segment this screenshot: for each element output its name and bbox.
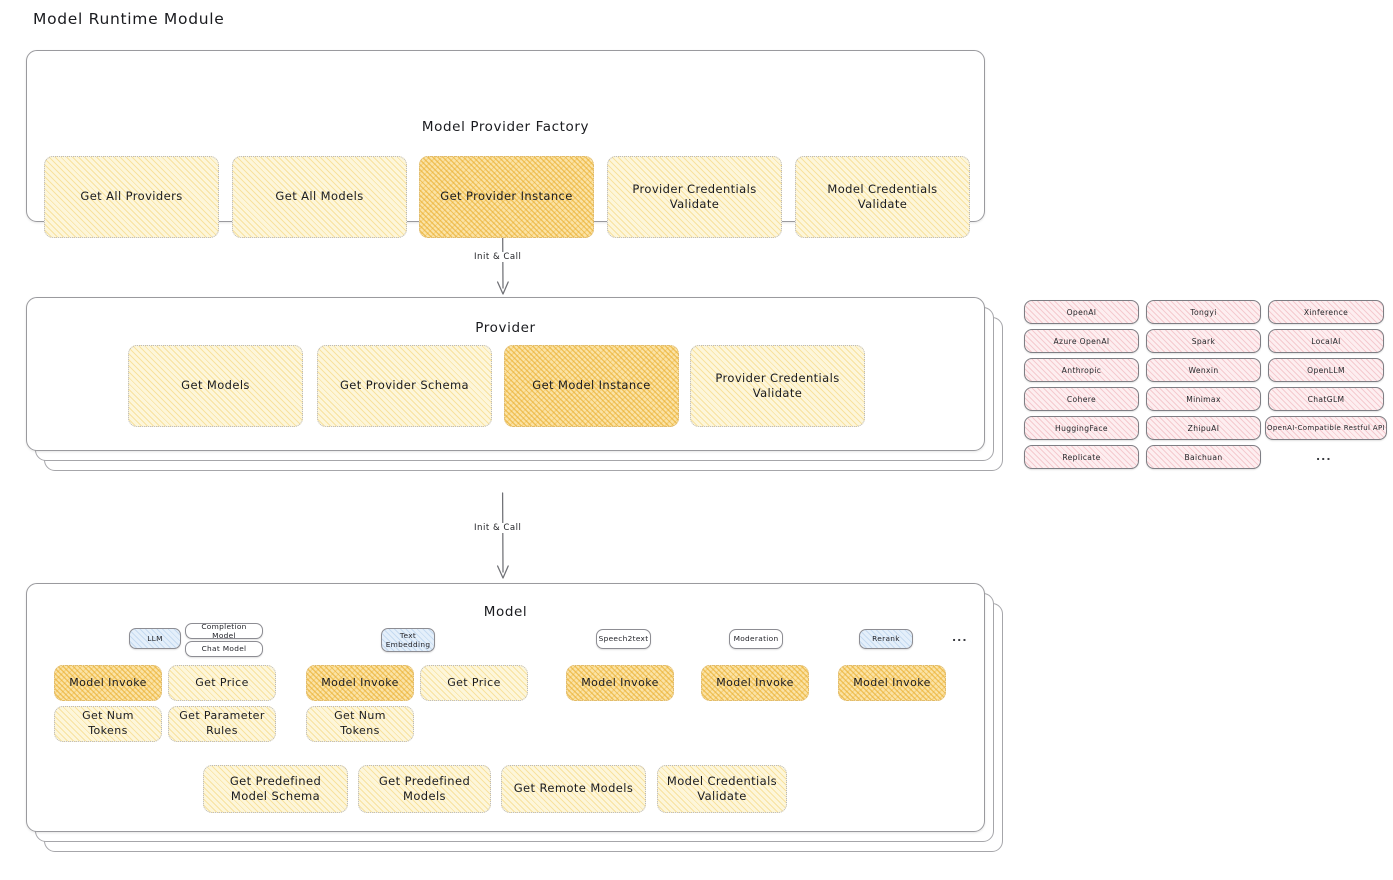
provider-chip-chatglm[interactable]: ChatGLM bbox=[1268, 387, 1384, 411]
text-embedding-method-get-num-tokens[interactable]: Get Num Tokens bbox=[306, 706, 414, 742]
provider-panel: Provider Get Models Get Provider Schema … bbox=[26, 297, 1003, 471]
model-panel: Model LLM Completion Model Chat Model Mo… bbox=[26, 583, 1003, 852]
speech2text-method-model-invoke[interactable]: Model Invoke bbox=[566, 665, 674, 701]
model-type-badge-moderation[interactable]: Moderation bbox=[729, 629, 783, 649]
model-shared-method-get-remote-models[interactable]: Get Remote Models bbox=[501, 765, 646, 813]
factory-method-model-credentials-validate[interactable]: Model Credentials Validate bbox=[795, 156, 970, 238]
page-title: Model Runtime Module bbox=[33, 10, 225, 28]
model-subtype-badge-completion-model[interactable]: Completion Model bbox=[185, 622, 263, 640]
provider-chip-baichuan[interactable]: Baichuan bbox=[1146, 445, 1261, 469]
model-subtype-badge-chat-model[interactable]: Chat Model bbox=[185, 641, 263, 657]
model-shared-method-model-credentials-validate[interactable]: Model Credentials Validate bbox=[657, 765, 787, 813]
factory-method-provider-credentials-validate[interactable]: Provider Credentials Validate bbox=[607, 156, 782, 238]
factory-method-get-all-models[interactable]: Get All Models bbox=[232, 156, 407, 238]
provider-chip-localai[interactable]: LocalAI bbox=[1268, 329, 1384, 353]
model-type-badge-text-embedding[interactable]: Text Embedding bbox=[381, 628, 435, 652]
provider-chip-spark[interactable]: Spark bbox=[1146, 329, 1261, 353]
moderation-method-model-invoke[interactable]: Model Invoke bbox=[701, 665, 809, 701]
model-provider-factory-panel: Model Provider Factory Get All Providers… bbox=[26, 50, 985, 238]
llm-method-model-invoke[interactable]: Model Invoke bbox=[54, 665, 162, 701]
provider-list-more: ... bbox=[1316, 450, 1332, 463]
model-shared-method-get-predefined-model-schema[interactable]: Get Predefined Model Schema bbox=[203, 765, 348, 813]
model-shared-method-get-predefined-models[interactable]: Get Predefined Models bbox=[358, 765, 491, 813]
provider-chip-huggingface[interactable]: HuggingFace bbox=[1024, 416, 1139, 440]
rerank-method-model-invoke[interactable]: Model Invoke bbox=[838, 665, 946, 701]
provider-list: OpenAI Azure OpenAI Anthropic Cohere Hug… bbox=[1024, 300, 1387, 475]
text-embedding-method-get-price[interactable]: Get Price bbox=[420, 665, 528, 701]
model-type-badge-speech2text[interactable]: Speech2text bbox=[596, 629, 651, 649]
provider-chip-openai-compatible-restful-api[interactable]: OpenAI-Compatible Restful API bbox=[1265, 416, 1387, 440]
provider-chip-openllm[interactable]: OpenLLM bbox=[1268, 358, 1384, 382]
model-types-more: ... bbox=[952, 631, 968, 644]
model-type-badge-llm[interactable]: LLM bbox=[129, 628, 181, 649]
arrow-provider-to-model bbox=[478, 492, 528, 584]
provider-chip-cohere[interactable]: Cohere bbox=[1024, 387, 1139, 411]
factory-method-get-provider-instance[interactable]: Get Provider Instance bbox=[419, 156, 594, 238]
provider-chip-wenxin[interactable]: Wenxin bbox=[1146, 358, 1261, 382]
factory-method-get-all-providers[interactable]: Get All Providers bbox=[44, 156, 219, 238]
llm-method-get-parameter-rules[interactable]: Get Parameter Rules bbox=[168, 706, 276, 742]
text-embedding-method-model-invoke[interactable]: Model Invoke bbox=[306, 665, 414, 701]
provider-chip-openai[interactable]: OpenAI bbox=[1024, 300, 1139, 324]
provider-title: Provider bbox=[475, 320, 536, 336]
model-provider-factory-title: Model Provider Factory bbox=[421, 119, 590, 135]
model-type-badge-rerank[interactable]: Rerank bbox=[859, 629, 913, 649]
provider-chip-zhipuai[interactable]: ZhipuAI bbox=[1146, 416, 1261, 440]
provider-chip-minimax[interactable]: Minimax bbox=[1146, 387, 1261, 411]
provider-chip-replicate[interactable]: Replicate bbox=[1024, 445, 1139, 469]
provider-chip-tongyi[interactable]: Tongyi bbox=[1146, 300, 1261, 324]
provider-chip-azure-openai[interactable]: Azure OpenAI bbox=[1024, 329, 1139, 353]
llm-method-get-price[interactable]: Get Price bbox=[168, 665, 276, 701]
provider-method-get-models[interactable]: Get Models bbox=[128, 345, 303, 427]
arrow-provider-to-model-label: Init & Call bbox=[470, 523, 526, 533]
model-title: Model bbox=[483, 604, 528, 620]
llm-method-get-num-tokens[interactable]: Get Num Tokens bbox=[54, 706, 162, 742]
provider-method-get-provider-schema[interactable]: Get Provider Schema bbox=[317, 345, 492, 427]
provider-chip-xinference[interactable]: Xinference bbox=[1268, 300, 1384, 324]
provider-method-get-model-instance[interactable]: Get Model Instance bbox=[504, 345, 679, 427]
arrow-factory-to-provider-label: Init & Call bbox=[470, 252, 526, 262]
provider-method-provider-credentials-validate[interactable]: Provider Credentials Validate bbox=[690, 345, 865, 427]
provider-chip-anthropic[interactable]: Anthropic bbox=[1024, 358, 1139, 382]
